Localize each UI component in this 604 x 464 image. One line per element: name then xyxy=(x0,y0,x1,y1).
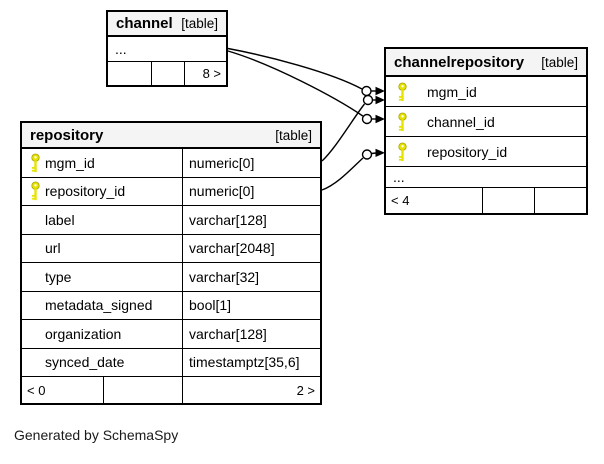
degree-cell-right: 8 > xyxy=(202,66,221,81)
column-name: type xyxy=(45,268,72,285)
degree-cell-mid xyxy=(104,377,183,403)
column-row-mgm-id: mgm_id numeric[0] xyxy=(22,149,320,178)
column-type: numeric[0] xyxy=(189,154,255,171)
table-channelrepository-header[interactable]: channelrepository [table] xyxy=(386,49,586,77)
primary-key-icon xyxy=(398,112,407,131)
column-row-channel-id: channel_id xyxy=(386,107,586,137)
column-type: varchar[128] xyxy=(189,211,267,228)
primary-key-icon xyxy=(398,82,407,101)
elided-columns-row: ... xyxy=(386,167,586,188)
column-name: mgm_id xyxy=(45,154,95,171)
degree-cell-right: 2 > xyxy=(296,382,315,398)
column-type: varchar[2048] xyxy=(189,240,275,257)
generated-by-caption: Generated by SchemaSpy xyxy=(14,427,179,443)
column-row-type: type varchar[32] xyxy=(22,263,320,292)
degree-row: 8 > xyxy=(108,62,226,85)
primary-key-icon xyxy=(398,142,407,161)
table-channel[interactable]: channel [table] ... 8 > xyxy=(106,10,228,87)
relationship-line-channel-to-channel-id xyxy=(227,50,364,117)
column-name: channel_id xyxy=(427,113,495,130)
table-title: channel xyxy=(116,15,173,32)
elided-columns-label: ... xyxy=(115,41,127,57)
degree-row: < 0 2 > xyxy=(22,377,320,403)
table-kind-label: [table] xyxy=(181,16,218,31)
elided-columns-label: ... xyxy=(393,169,405,185)
degree-cell-mid xyxy=(483,188,535,213)
degree-cell-right xyxy=(535,188,586,213)
zero-or-one-circle xyxy=(361,149,373,160)
column-row-repository-id: repository_id xyxy=(386,137,586,167)
column-row-label: label varchar[128] xyxy=(22,206,320,235)
elided-columns-row: ... xyxy=(108,37,226,62)
column-name: repository_id xyxy=(45,183,126,200)
column-row-organization: organization varchar[128] xyxy=(22,320,320,349)
column-type: varchar[32] xyxy=(189,268,260,285)
table-title: repository xyxy=(30,126,104,144)
column-type: bool[1] xyxy=(189,297,232,314)
column-type: timestamptz[35,6] xyxy=(189,354,300,371)
degree-cell-left: < 0 xyxy=(22,377,104,403)
table-channel-header[interactable]: channel [table] xyxy=(108,12,226,37)
column-name: url xyxy=(45,240,61,257)
column-name: mgm_id xyxy=(427,83,477,100)
column-type: varchar[128] xyxy=(189,325,267,342)
primary-key-icon xyxy=(31,181,40,201)
table-repository[interactable]: repository [table] mgm_id numeric[0] xyxy=(20,121,322,405)
degree-cell-mid xyxy=(152,62,185,85)
column-row-mgm-id: mgm_id xyxy=(386,77,586,107)
table-kind-label: [table] xyxy=(541,54,578,70)
column-row-url: url varchar[2048] xyxy=(22,234,320,263)
column-name: repository_id xyxy=(427,143,508,160)
degree-cell-left xyxy=(108,62,152,85)
column-name: metadata_signed xyxy=(45,297,153,314)
table-channelrepository[interactable]: channelrepository [table] mgm_id chann xyxy=(384,47,588,215)
degree-cell-left: < 4 xyxy=(386,188,483,213)
table-repository-header[interactable]: repository [table] xyxy=(22,123,320,149)
column-type: numeric[0] xyxy=(189,183,255,200)
column-row-repository-id: repository_id numeric[0] xyxy=(22,177,320,206)
relationship-line-repository-id-to-repository-id xyxy=(321,157,364,191)
zero-or-one-circle xyxy=(361,85,372,97)
column-row-synced-date: synced_date timestamptz[35,6] xyxy=(22,348,320,377)
zero-or-one-circle xyxy=(362,94,374,106)
primary-key-icon xyxy=(31,153,40,172)
table-title: channelrepository xyxy=(394,53,525,71)
column-name: synced_date xyxy=(45,354,125,371)
zero-or-one-circle xyxy=(361,113,373,125)
column-row-metadata-signed: metadata_signed bool[1] xyxy=(22,291,320,320)
column-name: label xyxy=(45,211,75,228)
relationship-line-channel-to-mgm-id xyxy=(227,47,363,90)
degree-row: < 4 xyxy=(386,188,586,213)
column-name: organization xyxy=(45,325,122,342)
table-kind-label: [table] xyxy=(275,127,312,143)
relationship-line-repository-mgm-id-to-mgm-id xyxy=(321,103,366,162)
